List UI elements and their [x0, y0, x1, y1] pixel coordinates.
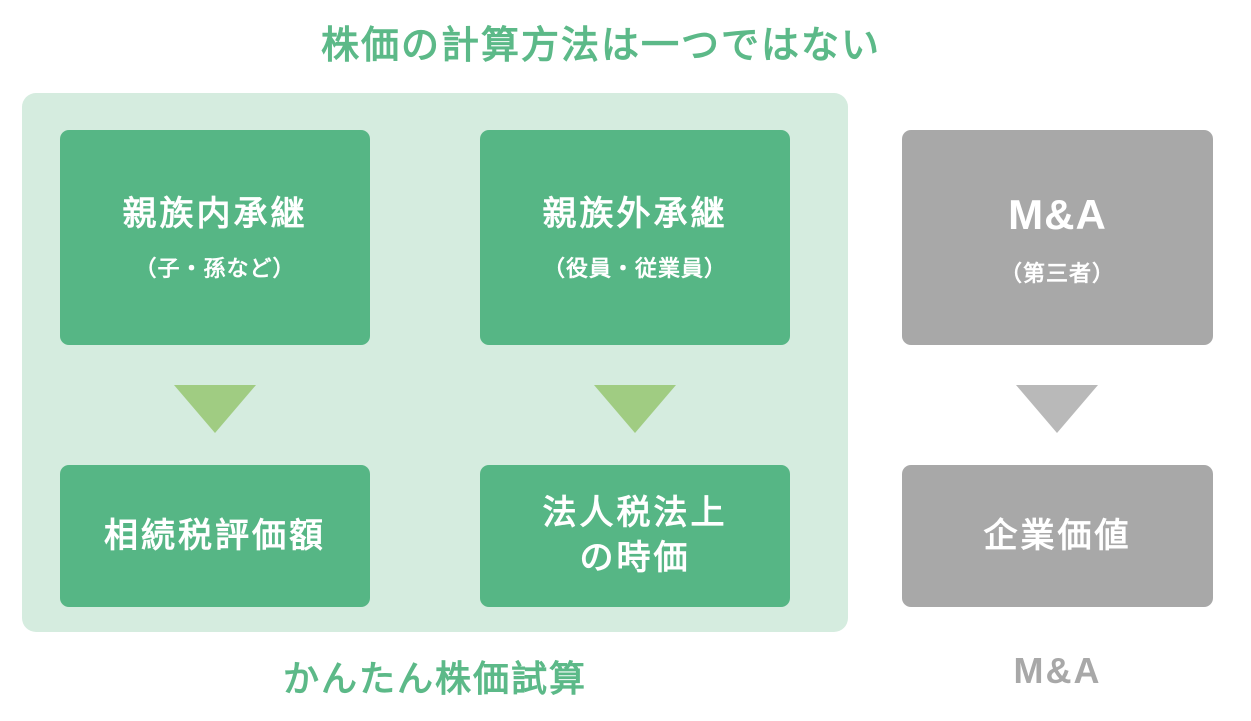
footer-label-ma: M&A: [1013, 650, 1102, 691]
box-inheritance-tax-valuation: 相続税評価額: [60, 465, 370, 607]
box-ma-third-party: M&A （第三者）: [902, 130, 1213, 345]
box-title: 法人税法上 の時価: [542, 494, 728, 577]
box-title: 親族外承継: [542, 195, 728, 234]
box-title: 親族内承継: [122, 195, 308, 234]
box-title: 企業価値: [983, 516, 1132, 555]
page-title: 株価の計算方法は一つではない: [320, 25, 881, 67]
box-corporate-tax-market-value: 法人税法上 の時価: [480, 465, 790, 607]
box-subtitle: （第三者）: [999, 261, 1115, 287]
box-enterprise-value: 企業価値: [902, 465, 1213, 607]
box-subtitle: （子・孫など）: [134, 255, 296, 281]
down-arrow-icon: [1016, 385, 1098, 433]
footer-label-simple-valuation: かんたん株価試算: [282, 658, 587, 699]
box-family-internal-succession: 親族内承継 （子・孫など）: [60, 130, 370, 345]
down-arrow-icon: [594, 385, 676, 433]
box-family-external-succession: 親族外承継 （役員・従業員）: [480, 130, 790, 345]
box-title: 相続税評価額: [104, 516, 326, 555]
box-title: M&A: [1008, 190, 1107, 238]
down-arrow-icon: [174, 385, 256, 433]
box-subtitle: （役員・従業員）: [542, 255, 727, 281]
